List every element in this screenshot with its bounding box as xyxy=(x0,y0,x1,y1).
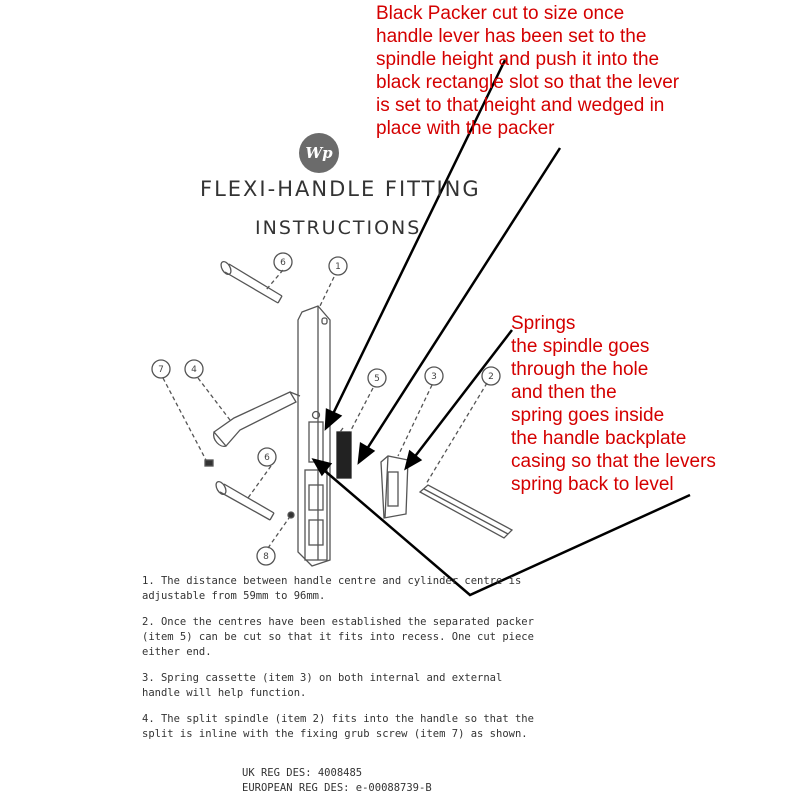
lever-handle xyxy=(213,391,301,447)
screw-top xyxy=(220,260,283,304)
spindle xyxy=(418,484,514,539)
packer-arrow-2 xyxy=(363,147,562,453)
callout-6-top: 6 xyxy=(280,258,286,268)
screw-bottom xyxy=(215,480,275,521)
eu-reg: EUROPEAN REG DES: e-00088739-B xyxy=(242,782,432,794)
callout-6-bottom: 6 xyxy=(264,453,270,463)
registration-info: UK REG DES: 4008485 EUROPEAN REG DES: e-… xyxy=(242,766,432,796)
brand-logo: Wp xyxy=(299,133,339,173)
callout-2: 2 xyxy=(488,372,494,382)
springs-arrow-2 xyxy=(317,464,691,597)
packer-arrow-1 xyxy=(329,59,507,419)
step-4: 4. The split spindle (item 2) fits into … xyxy=(142,713,534,740)
uk-reg: UK REG DES: 4008485 xyxy=(242,767,363,779)
title-line-2: INSTRUCTIONS xyxy=(255,217,422,239)
step-1: 1. The distance between handle centre an… xyxy=(142,575,522,602)
logo-text: Wp xyxy=(305,144,333,162)
instruction-steps: 1. The distance between handle centre an… xyxy=(142,574,537,753)
springs-arrow-1 xyxy=(412,329,513,460)
step-2: 2. Once the centres have been establishe… xyxy=(142,616,534,658)
callout-1: 1 xyxy=(335,262,341,272)
step-3: 3. Spring cassette (item 3) on both inte… xyxy=(142,672,503,699)
spring-cassette xyxy=(380,455,409,519)
callout-4: 4 xyxy=(191,365,197,375)
title-line-1: FLEXI-HANDLE FITTING xyxy=(200,177,481,201)
callout-8: 8 xyxy=(263,552,269,562)
springs-annotation: Springs the spindle goes through the hol… xyxy=(511,313,716,495)
backplate xyxy=(297,305,331,567)
callout-3: 3 xyxy=(431,372,437,382)
callout-5: 5 xyxy=(374,374,380,384)
callout-7: 7 xyxy=(158,365,164,375)
packer-annotation: Black Packer cut to size once handle lev… xyxy=(376,3,680,139)
